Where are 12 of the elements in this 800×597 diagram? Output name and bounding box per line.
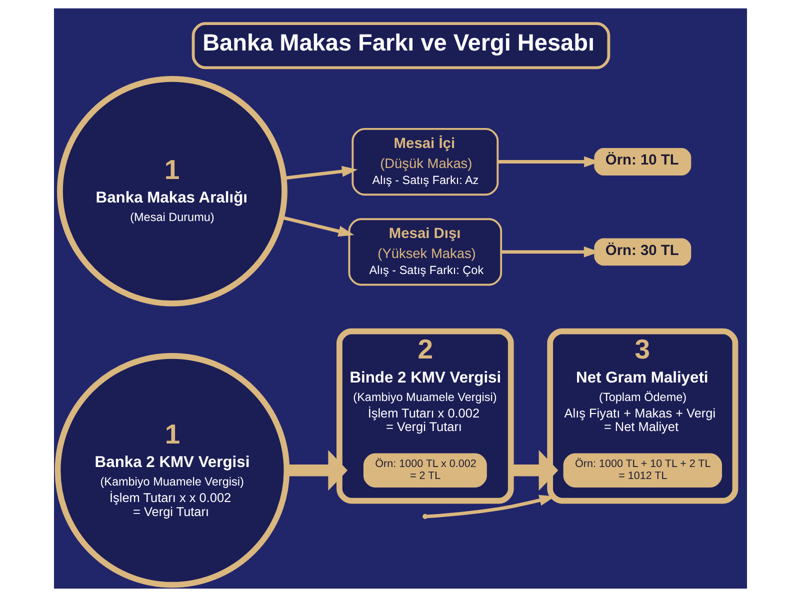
node-box: Örn: 30 TL <box>594 238 691 266</box>
node-box: Örn: 1000 TL x 0.002 = 2 TL <box>362 453 486 488</box>
node-box: Örn: 1000 TL + 10 TL + 2 TL = 1012 TL <box>562 453 722 488</box>
node-circle: 1 Banka Makas Aralığı (Mesai Durumu) <box>56 76 287 306</box>
node-box: Mesai İçi (Düşük Makas) Alış - Satış Farkı: Az <box>351 128 498 196</box>
arrow <box>286 450 348 491</box>
arrow <box>283 166 358 180</box>
node-box: Mesai Dışı (Yüksek Makas) Alış - Satış Farkı: Çok <box>348 218 502 286</box>
node-box: Örn: 10 TL <box>594 148 691 176</box>
node-circle: 1 Banka 2 KMV Vergisi (Kambiyo Muamele Vergisi) İşlem Tutarı x x 0.002 = Vergi Tutarı <box>54 352 290 588</box>
diagram-title: Banka Makas Farkı ve Vergi Hesabı <box>202 30 594 56</box>
arrow <box>280 216 354 237</box>
